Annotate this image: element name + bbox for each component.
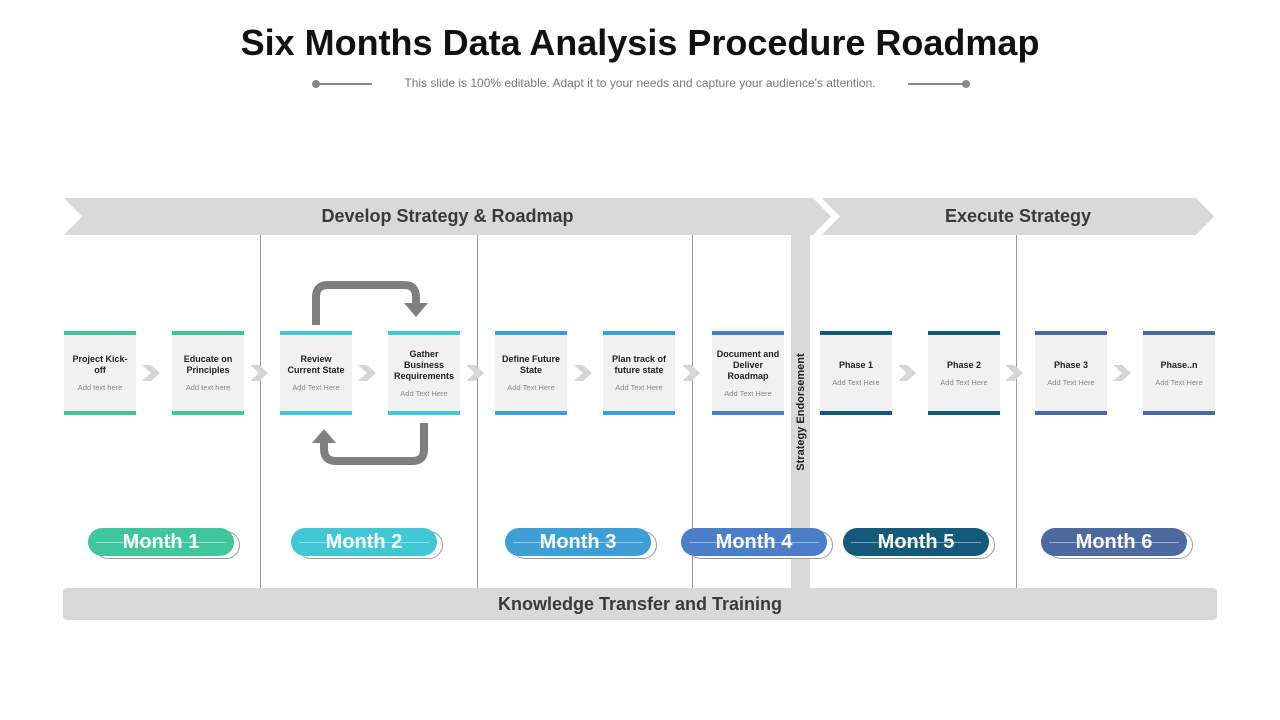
- subtitle-right-dot: [962, 80, 970, 88]
- subtitle-text: This slide is 100% editable. Adapt it to…: [404, 76, 876, 90]
- month-label: Month 3: [539, 530, 617, 553]
- month-pill: Month 5: [843, 528, 995, 559]
- process-card-subtext: Add Text Here: [940, 377, 988, 387]
- month-pill-body: Month 4: [681, 528, 827, 556]
- process-card-title: Phase 1: [838, 359, 874, 370]
- month-pill-body: Month 2: [291, 528, 437, 556]
- chevron-right-icon: [1113, 365, 1131, 381]
- chevron-right-icon: [142, 365, 160, 381]
- slide-title: Six Months Data Analysis Procedure Roadm…: [240, 22, 1040, 63]
- chevron-right-icon: [358, 365, 376, 381]
- process-card-subtext: Add Text Here: [724, 388, 772, 398]
- process-card: Phase 3 Add Text Here: [1035, 331, 1107, 415]
- subtitle-right-line: [908, 83, 964, 85]
- chevron-right-icon: [682, 365, 700, 381]
- process-card-subtext: Add Text Here: [1155, 377, 1203, 387]
- iteration-loop-arrows: [312, 281, 428, 465]
- process-card-subtext: Add Text Here: [832, 377, 880, 387]
- process-card-subtext: Add Text Here: [1047, 377, 1095, 387]
- month-label: Month 2: [325, 530, 403, 553]
- process-card: Phase 1 Add Text Here: [820, 331, 892, 415]
- process-card: Phase 2 Add Text Here: [928, 331, 1000, 415]
- month-divider-2: [477, 235, 478, 588]
- process-card-subtext: Add text here: [185, 383, 231, 392]
- month-pill-body: Month 1: [88, 528, 234, 556]
- month-divider-3: [692, 235, 693, 588]
- execute-strategy-banner: Execute Strategy: [822, 198, 1214, 235]
- process-card-title: Phase..n: [1160, 359, 1198, 370]
- month-pill-body: Month 6: [1041, 528, 1187, 556]
- month-pill: Month 3: [505, 528, 657, 559]
- process-card-title: Phase 2: [946, 359, 982, 370]
- process-card-title: Educate on Principles: [183, 354, 233, 375]
- process-card-title: Define Future State: [501, 354, 560, 375]
- month-divider-1: [260, 235, 261, 588]
- process-card-subtext: Add text here: [77, 383, 123, 392]
- subtitle-row: This slide is 100% editable. Adapt it to…: [310, 74, 970, 94]
- chevron-right-icon: [1005, 365, 1023, 381]
- subtitle-left-line: [316, 83, 372, 85]
- chevron-right-icon: [250, 365, 268, 381]
- process-card-title: Phase 3: [1053, 359, 1089, 370]
- process-card-title: Document and Deliver Roadmap: [716, 348, 780, 381]
- chevron-right-icon: [574, 365, 592, 381]
- month-divider-5: [1016, 235, 1017, 588]
- month-label: Month 5: [877, 530, 955, 553]
- month-pill-body: Month 3: [505, 528, 651, 556]
- develop-strategy-banner: Develop Strategy & Roadmap: [64, 198, 831, 235]
- month-label: Month 4: [715, 530, 793, 553]
- process-card-subtext: Add Text Here: [615, 383, 663, 392]
- chevron-right-icon: [898, 365, 916, 381]
- strategy-endorsement-bar: Strategy Endorsement: [791, 235, 810, 588]
- strategy-endorsement-label: Strategy Endorsement: [794, 352, 807, 471]
- process-card-subtext: Add Text Here: [507, 383, 555, 392]
- month-pill-body: Month 5: [843, 528, 989, 556]
- process-card-subtext: Add Text Here: [400, 388, 448, 398]
- month-pill: Month 2: [291, 528, 443, 559]
- chevron-right-icon: [466, 365, 484, 381]
- month-pill: Month 1: [88, 528, 240, 559]
- month-pill: Month 4: [681, 528, 833, 559]
- month-pill: Month 6: [1041, 528, 1193, 559]
- process-card-title: Gather Business Requirements: [393, 348, 455, 381]
- month-label: Month 6: [1075, 530, 1153, 553]
- process-card-title: Review Current State: [287, 354, 345, 375]
- process-card-title: Plan track of future state: [611, 354, 667, 375]
- process-card-title: Project Kick-off: [72, 354, 128, 375]
- month-label: Month 1: [122, 530, 200, 553]
- knowledge-transfer-bar: Knowledge Transfer and Training: [63, 588, 1217, 620]
- process-card-subtext: Add Text Here: [292, 383, 340, 392]
